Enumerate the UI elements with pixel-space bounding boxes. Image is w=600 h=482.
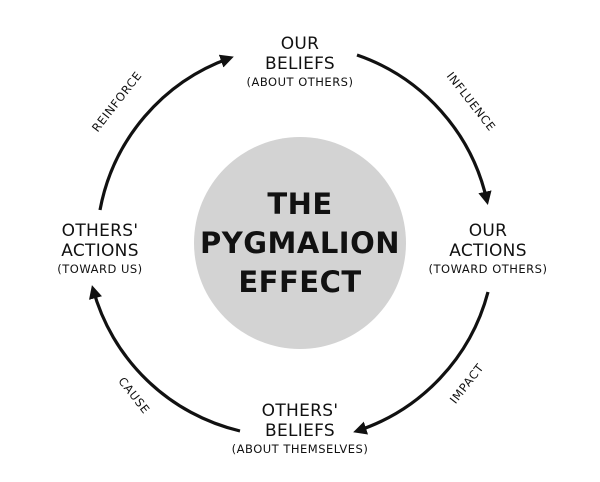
node-right-subtitle: (TOWARD OTHERS) [429, 262, 548, 276]
node-bottom-subtitle: (ABOUT THEMSELVES) [232, 442, 369, 456]
node-others-beliefs: OTHERS' BELIEFS (ABOUT THEMSELVES) [232, 401, 369, 456]
node-left-subtitle: (TOWARD US) [57, 262, 142, 276]
arc-influence-arrow [356, 53, 492, 205]
node-left-title-1: OTHERS' [62, 221, 139, 241]
center-title-line-2: PYGMALION [200, 226, 400, 260]
arc-label-impact: IMPACT [447, 361, 487, 407]
node-top-title-1: OUR [281, 34, 320, 54]
center-title-line-1: THE [267, 187, 332, 221]
node-top-title-2: BELIEFS [265, 54, 335, 74]
node-bottom-title-1: OTHERS' [262, 401, 339, 421]
node-top-subtitle: (ABOUT OTHERS) [247, 75, 354, 89]
arc-cause-arrow [88, 285, 241, 433]
node-our-beliefs: OUR BELIEFS (ABOUT OTHERS) [247, 34, 354, 89]
node-others-actions: OTHERS' ACTIONS (TOWARD US) [57, 221, 142, 276]
node-left-title-2: ACTIONS [61, 241, 139, 261]
node-our-actions: OUR ACTIONS (TOWARD OTHERS) [429, 221, 548, 276]
node-bottom-title-2: BELIEFS [265, 421, 335, 441]
arc-reinforce-arrow [98, 54, 234, 211]
arc-impact-arrow [353, 291, 490, 435]
center-title-line-3: EFFECT [238, 265, 361, 299]
center-circle [194, 137, 406, 349]
node-right-title-2: ACTIONS [449, 241, 527, 261]
node-right-title-1: OUR [469, 221, 508, 241]
